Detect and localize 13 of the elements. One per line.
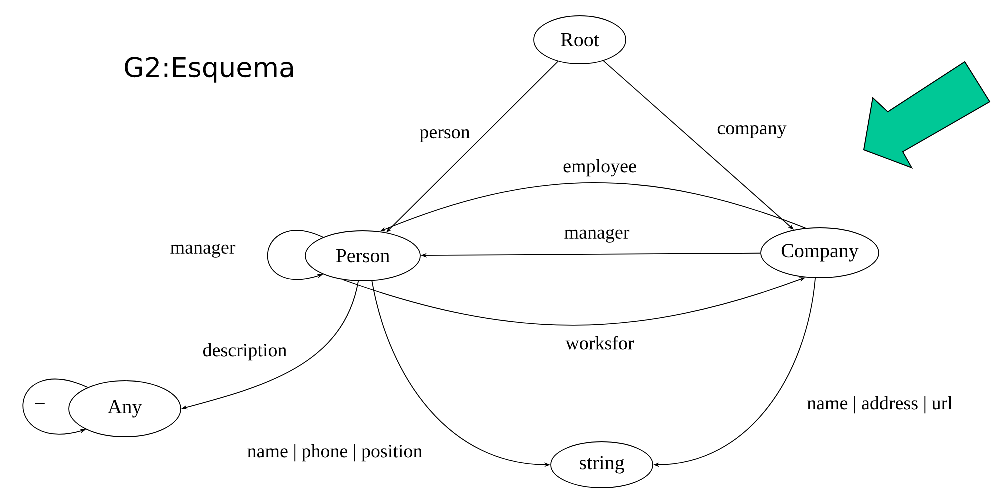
edge-label: _	[34, 400, 46, 406]
edge-label: name | address | url	[806, 395, 954, 415]
edge-label: description	[202, 342, 288, 362]
edge-label: worksfor	[564, 335, 636, 351]
edge-label: manager	[563, 228, 631, 244]
arrow	[267, 230, 324, 280]
arrow	[22, 378, 88, 435]
edge-label: name | phone | position	[246, 443, 424, 463]
title: G2:Esquema	[125, 57, 294, 83]
edge-label: person	[418, 128, 472, 144]
edge-label: company	[716, 124, 788, 140]
edge-label: manager	[169, 243, 237, 259]
edge-label: employee	[562, 158, 638, 178]
